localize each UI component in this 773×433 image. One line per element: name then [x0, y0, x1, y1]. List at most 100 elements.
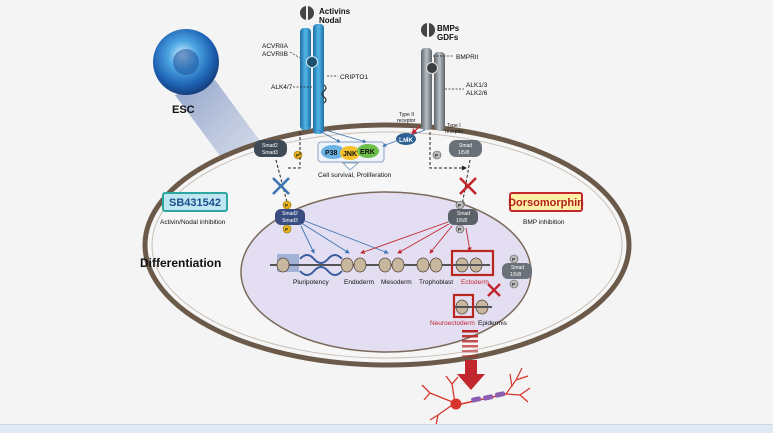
bmp-label-2: GDFs — [437, 33, 459, 42]
smad23-nuclear-p1: P — [285, 203, 288, 208]
smad23-phospho-label: P — [296, 153, 299, 158]
bmprii-receptor — [421, 48, 432, 130]
type2-label-1: Type II — [399, 112, 414, 118]
activin-to-nucleus-dashed — [275, 159, 290, 207]
smad158-membrane-label-1: Smad — [459, 143, 472, 149]
p38-oval — [321, 145, 345, 159]
myelin-2 — [483, 394, 494, 401]
type1-label-1: Type I — [447, 123, 461, 129]
nucleosome-5 — [391, 257, 405, 273]
cripto-label: CRIPTO1 — [340, 74, 368, 81]
myelin-3 — [495, 391, 506, 398]
smad23-membrane: Smad2 Smad3 P — [254, 140, 303, 160]
activin-bound-ligand — [306, 56, 318, 68]
sb431542-box — [162, 192, 228, 212]
smad158-phospho-label: P — [435, 153, 438, 158]
smad23-membrane-pill — [254, 140, 287, 157]
neuron-output-arrow-icon — [457, 360, 485, 390]
smad23-target-arrows — [300, 220, 389, 254]
alk-label-2: ALK2/6 — [466, 90, 488, 97]
bmp-dashed-path — [429, 132, 467, 171]
smad23-membrane-label-2: Smad3 — [262, 150, 278, 156]
endoderm-label: Endoderm — [344, 279, 374, 286]
pluripotency-label: Pluripotency — [293, 279, 330, 286]
bmp-receptor-complex — [421, 23, 445, 130]
lmk-arrow — [411, 125, 421, 135]
smad158-extra: P Smad 1/5/8 P — [502, 254, 532, 289]
kinase-box-pointer — [341, 162, 360, 171]
ectoderm-label: Ectoderm — [461, 279, 489, 286]
neuron-soma — [450, 398, 462, 410]
nucleosome-6 — [416, 257, 430, 273]
kinase-arrow-2 — [324, 129, 367, 144]
bmp-bound-ligand — [426, 62, 438, 74]
cripto-squiggle — [321, 84, 327, 104]
differentiation-label: Differentiation — [140, 256, 221, 270]
smad23-membrane-label-1: Smad2 — [262, 143, 278, 149]
nucleosome-3 — [353, 257, 367, 273]
alk47-receptor-right — [313, 24, 324, 134]
cell-membrane-inner — [151, 131, 623, 359]
smad23-nuclear: P Smad2 Smad3 P — [275, 200, 305, 234]
activin-label-1: Activins — [319, 7, 351, 16]
mesoderm-label: Mesoderm — [381, 279, 412, 286]
alk-label-1: ALK1/3 — [466, 82, 488, 89]
alk47-label: ALK4/7 — [271, 84, 293, 91]
jnk-label: JNK — [343, 151, 357, 158]
neuro-block-x-icon — [487, 283, 501, 297]
kinase-arrow-3 — [382, 129, 426, 147]
acvr-label-2: ACVRIIB — [262, 51, 288, 58]
erk-label: ERK — [360, 149, 375, 156]
smad158-membrane-pill — [449, 140, 482, 157]
neuroectoderm-frame — [452, 293, 475, 319]
trophoblast-label: Trophoblast — [419, 279, 453, 286]
dorsomorphin-desc: BMP inhibition — [523, 219, 565, 226]
activin-dashed-path — [286, 132, 301, 169]
nucleosome-7 — [429, 257, 443, 273]
lmk-label: LMK — [399, 137, 413, 144]
activin-receptor-complex — [300, 6, 327, 134]
bmprii-label: BMPRII — [456, 54, 479, 61]
ectoderm-frame — [450, 249, 495, 277]
p38-label: P38 — [325, 150, 338, 157]
cell-survival-label: Cell survival, Proliferation — [318, 172, 392, 179]
bmp-label-1: BMPs — [437, 24, 460, 33]
sb-block-x-icon — [272, 177, 290, 195]
acvr-label-1: ACVRIIA — [262, 43, 289, 50]
type1-label-2: receptor — [445, 129, 464, 135]
jnk-oval — [340, 146, 360, 160]
smad23-nuclear-p2: P — [285, 227, 288, 232]
neuron-icon — [421, 367, 531, 426]
type2-label-2: receptor — [397, 118, 416, 124]
smad23-nuclear-label-2: Smad3 — [282, 218, 298, 224]
neuro-output-stripes — [462, 330, 478, 358]
acvr-receptor-left — [300, 28, 311, 130]
nucleosome-1 — [276, 257, 290, 273]
smad158-membrane: Smad 1/5/8 P — [432, 140, 482, 160]
smad23-nuclear-label-1: Smad2 — [282, 211, 298, 217]
smad158-nuclear-pill — [448, 209, 478, 225]
epidermis-label: Epidermis — [478, 320, 508, 327]
smad158-nuclear-label-2: 1/5/8 — [456, 218, 467, 224]
smad158-nuclear-p2: P — [458, 227, 461, 232]
activin-label-2: Nodal — [319, 16, 341, 25]
smad158-phospho-icon — [432, 150, 442, 160]
esc-nucleus — [173, 49, 199, 75]
sb431542-desc: Activin/Nodal inhibition — [160, 219, 226, 226]
neuroectoderm-label: Neuroectoderm — [430, 320, 475, 327]
smad23-nuclear-pill — [275, 209, 305, 225]
smad158-nuclear-p1: P — [458, 203, 461, 208]
smad158-nuclear-label-1: Smad — [457, 211, 470, 217]
smad158-extra-label-2: 1/5/8 — [510, 272, 521, 278]
lmk-oval — [396, 133, 416, 145]
smad158-extra-p2: P — [512, 282, 515, 287]
bottom-bar — [0, 424, 773, 433]
erk-oval — [357, 144, 379, 158]
smad158-extra-p1: P — [512, 257, 515, 262]
myelin-1 — [471, 396, 482, 403]
axon-terminals — [505, 367, 531, 403]
nucleosome-2 — [340, 257, 354, 273]
dorso-block-x-icon — [459, 177, 477, 195]
